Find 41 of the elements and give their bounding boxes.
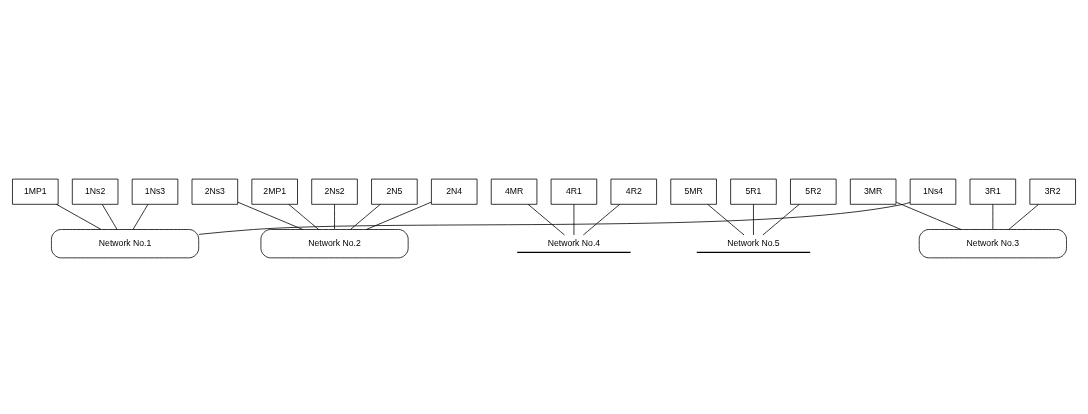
node-box: 2N4 bbox=[431, 178, 478, 205]
connector bbox=[1008, 204, 1039, 230]
connector bbox=[101, 204, 118, 230]
node-box: 2Ns3 bbox=[191, 178, 239, 205]
connector bbox=[132, 204, 149, 230]
node-box: Network No.2 bbox=[260, 229, 409, 259]
connector bbox=[55, 203, 102, 230]
connector bbox=[288, 204, 319, 230]
node-box: 3R2 bbox=[1029, 178, 1076, 205]
node-box: 3R1 bbox=[969, 178, 1017, 205]
node-box: 1MP1 bbox=[12, 178, 59, 205]
connector bbox=[237, 201, 304, 230]
node-box: 2MP1 bbox=[251, 178, 298, 205]
node-box: Network No.1 bbox=[51, 229, 200, 259]
node-text: Network No.4 bbox=[547, 237, 601, 248]
node-box: 4MR bbox=[490, 178, 538, 205]
node-box: 4R2 bbox=[610, 178, 657, 205]
node-box: 4R1 bbox=[550, 178, 598, 205]
connector bbox=[707, 204, 745, 236]
node-box: 1Ns4 bbox=[909, 178, 957, 205]
node-box: 5R2 bbox=[790, 178, 837, 205]
connector bbox=[365, 201, 432, 230]
node-text: Network No.5 bbox=[727, 237, 780, 248]
connector bbox=[198, 202, 911, 235]
connector bbox=[753, 204, 754, 236]
node-box: 3MR bbox=[849, 178, 897, 205]
connector bbox=[527, 204, 565, 236]
connector bbox=[334, 204, 335, 230]
node-box: 5MR bbox=[670, 178, 717, 205]
node-box: Network No.3 bbox=[918, 229, 1067, 259]
node-box: 2Ns2 bbox=[311, 178, 358, 205]
node-box: 5R1 bbox=[730, 178, 777, 205]
connector bbox=[573, 204, 575, 236]
connector bbox=[895, 201, 962, 230]
node-box: 2N5 bbox=[371, 178, 418, 205]
node-box: 1Ns2 bbox=[71, 178, 119, 205]
node-box: 1Ns3 bbox=[131, 178, 179, 205]
connector bbox=[350, 204, 381, 230]
connector bbox=[762, 204, 800, 236]
connector bbox=[992, 204, 994, 230]
connector bbox=[582, 204, 620, 236]
